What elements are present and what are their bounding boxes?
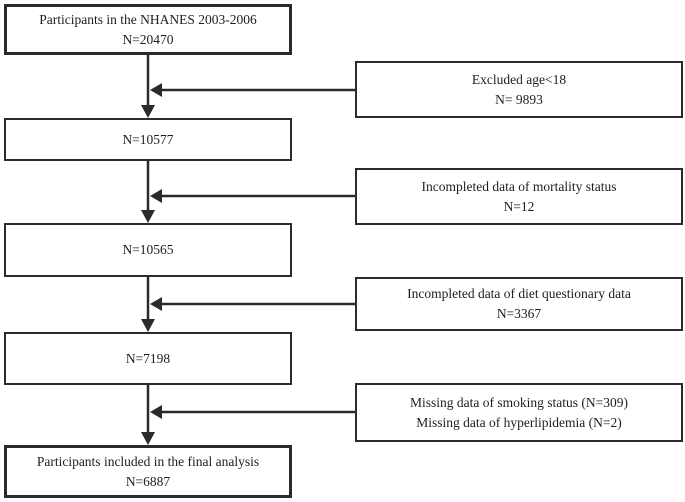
down-arrow-1 [141, 55, 155, 118]
box-line: Missing data of hyperlipidemia (N=2) [416, 414, 622, 430]
box-line: N=20470 [122, 31, 174, 47]
box-nhanes-participants: Participants in the NHANES 2003-2006 N=2… [4, 4, 292, 55]
box-line: Incompleted data of diet questionary dat… [407, 286, 631, 301]
box-line: N=7198 [125, 350, 171, 366]
down-arrow-3 [141, 277, 155, 332]
box-excluded-age: Excluded age<18 N= 9893 [355, 61, 683, 118]
box-line: N=12 [503, 198, 535, 214]
box-line: Participants in the NHANES 2003-2006 [39, 11, 257, 27]
box-line: Missing data of smoking status (N=309) [410, 394, 628, 410]
box-line: N=10577 [122, 131, 174, 147]
box-line: N= 9893 [495, 91, 543, 107]
box-line: Incompleted data of mortality status [421, 178, 617, 194]
box-after-diet-exclusion: N=7198 [4, 332, 292, 385]
left-arrow-3 [150, 297, 355, 311]
box-excluded-mortality: Incompleted data of mortality status N=1… [355, 168, 683, 225]
box-excluded-diet: Incompleted data of diet questionary dat… [355, 277, 683, 331]
box-after-age-exclusion: N=10577 [4, 118, 292, 161]
box-line: N=3367 [496, 306, 542, 321]
left-arrow-4 [150, 405, 355, 419]
left-arrow-2 [150, 189, 355, 203]
down-arrow-2 [141, 161, 155, 223]
box-line: N=6887 [125, 473, 171, 489]
down-arrow-4 [141, 385, 155, 445]
box-line: Excluded age<18 [471, 71, 567, 87]
box-final-analysis: Participants included in the final analy… [4, 445, 292, 498]
box-after-mortality-exclusion: N=10565 [4, 223, 292, 277]
box-line: N=10565 [122, 242, 174, 257]
box-excluded-smoking-hyperlipidemia: Missing data of smoking status (N=309) M… [355, 383, 683, 442]
box-line: Participants included in the final analy… [36, 453, 260, 469]
left-arrow-1 [150, 83, 355, 97]
